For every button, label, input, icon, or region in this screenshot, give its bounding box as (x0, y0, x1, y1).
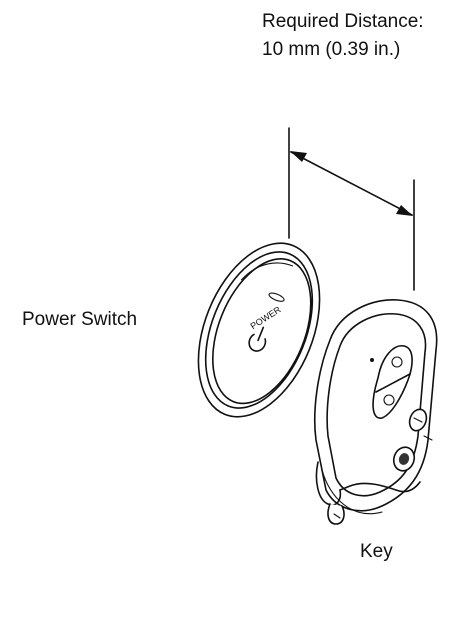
key-fob-face (326, 313, 427, 497)
arrow-head-left (290, 151, 307, 162)
key-ring-loop (315, 461, 342, 506)
lock-button-housing (372, 345, 413, 419)
key-fob-edge (321, 469, 383, 515)
key-blade-detail (333, 513, 341, 519)
trunk-icon (413, 417, 423, 423)
dimension-marker (288, 127, 415, 291)
dimension-arrow-shaft (290, 151, 413, 216)
key-blade-tip (327, 503, 345, 525)
key-label: Key (360, 541, 393, 562)
arrow-head-right (396, 205, 413, 216)
power-symbol-icon (248, 326, 267, 352)
unlock-icon (383, 394, 395, 406)
panic-icon (398, 453, 410, 465)
switch-button-face (211, 258, 312, 405)
power-switch-label: Power Switch (22, 309, 138, 330)
trunk-button-mark (423, 435, 433, 441)
required-distance-label: Required Distance: (262, 11, 424, 32)
lock-unlock-divider (375, 373, 411, 393)
key-fob-drawing (313, 299, 438, 525)
switch-middle-ring (204, 251, 314, 409)
power-switch-drawing: POWER (197, 242, 321, 418)
key-strap (339, 481, 421, 493)
lock-icon (391, 356, 403, 368)
required-distance-value: 10 mm (0.39 in.) (262, 39, 401, 60)
switch-highlight (240, 262, 294, 281)
indicator-lamp (268, 292, 285, 302)
led-indicator (370, 358, 374, 362)
